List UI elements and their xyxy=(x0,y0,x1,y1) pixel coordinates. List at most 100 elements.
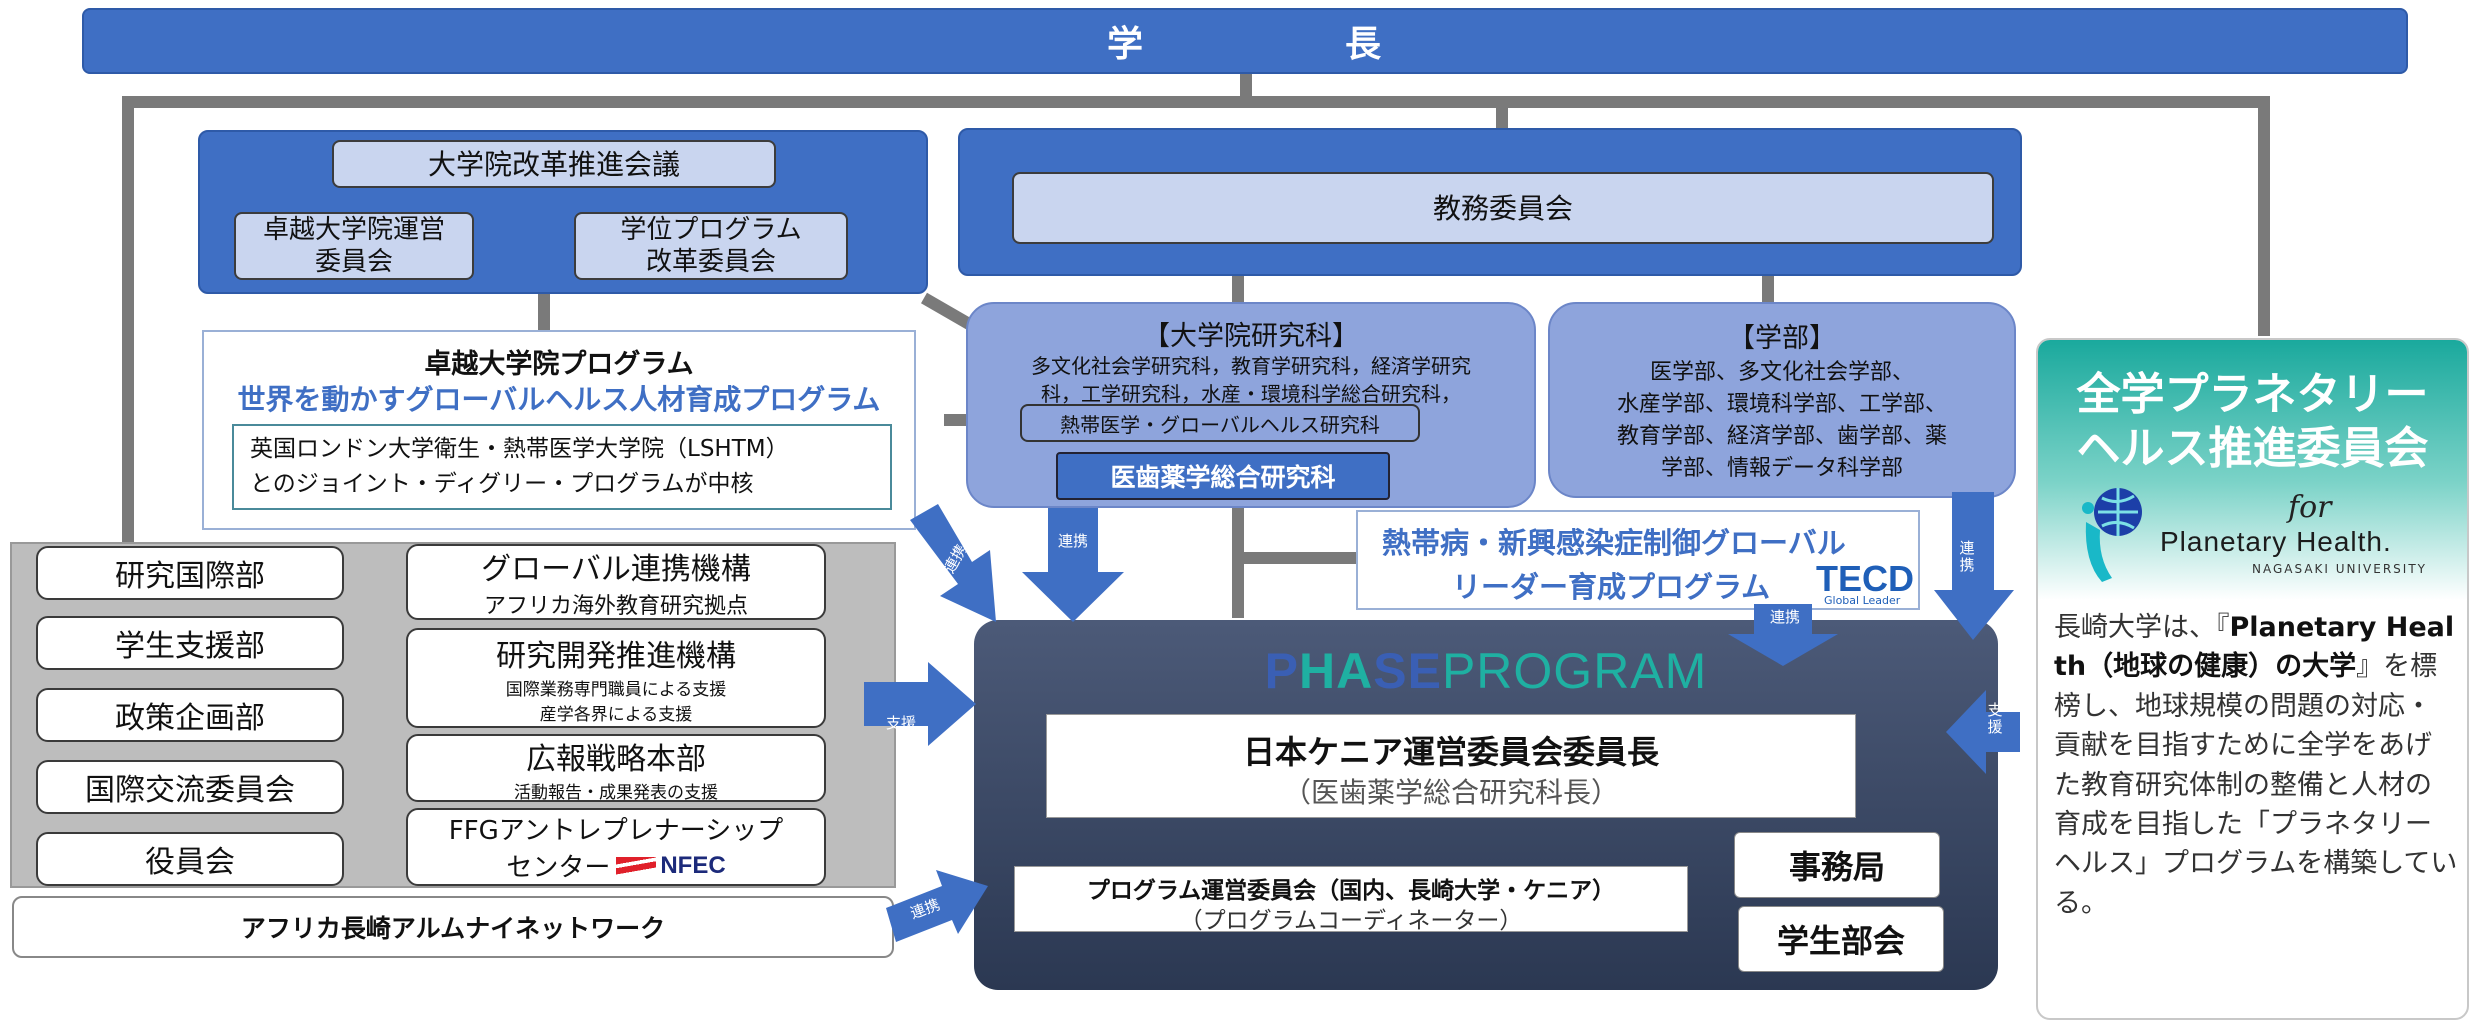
connector-reform-program xyxy=(538,294,550,330)
planetary-logo-for: for xyxy=(2288,490,2332,525)
student-section-box: 学生部会 xyxy=(1738,906,1944,972)
tecd-logo: TECD xyxy=(1816,558,1914,599)
org-research-sub1: 国際業務専門職員による支援 xyxy=(505,680,727,700)
connector-left-vertical xyxy=(122,96,134,546)
org-pr-sub: 活動報告・成果発表の支援 xyxy=(514,782,718,803)
unit-label: 学生支援部 xyxy=(115,629,265,664)
program-desc-box: 英国ロンドン大学衛生・熱帯医学大学院（LSHTM） とのジョイント・ディグリー・… xyxy=(232,424,892,510)
tropical-medicine-label: 熱帯医学・グローバルヘルス研究科 xyxy=(1060,412,1380,437)
org-research-sub2: 産学各界による支援 xyxy=(539,705,693,725)
phase-title-rest: PROGRAM xyxy=(1441,643,1708,699)
arrow-renkei-down-faculty xyxy=(1934,492,2014,640)
program-desc-line2: とのジョイント・ディグリー・プログラムが中核 xyxy=(250,470,754,497)
org-pr-strategy: 広報戦略本部 活動報告・成果発表の支援 xyxy=(406,734,826,803)
tecd-logo-sub: Global Leader xyxy=(1824,594,1901,607)
program-title: 卓越大学院プログラム xyxy=(424,349,694,380)
excellence-committee-box: 卓越大学院運営 委員会 xyxy=(234,212,474,280)
student-section-label: 学生部会 xyxy=(1776,922,1905,960)
faculty-line3: 教育学部、経済学部、歯学部、薬 xyxy=(1616,424,1947,449)
faculty-line4: 学部、情報データ科学部 xyxy=(1660,456,1903,481)
phase-title-se: SE xyxy=(1373,643,1442,699)
planetary-body-bold: Planetary Health（地球の健康）の大学 xyxy=(2054,612,2455,683)
org-research-development: 研究開発推進機構 国際業務専門職員による支援 産学各界による支援 xyxy=(406,628,826,728)
faculty-line2: 水産学部、環境科学部、工学部、 xyxy=(1616,392,1947,417)
tecd-line2: リーダー育成プログラム xyxy=(1452,570,1771,604)
secretariat-box: 事務局 xyxy=(1734,832,1940,898)
org-ffg-line1: FFGアントレプレナーシップ xyxy=(448,816,784,846)
connector-horizontal-top xyxy=(122,96,2270,108)
arrow-renkei-down-tecd-label: 連携 xyxy=(1770,608,1801,626)
degree-reform-line2: 改革委員会 xyxy=(645,247,776,277)
faculty-box: 【学部】 医学部、多文化社会学部、 水産学部、環境科学部、工学部、 教育学部、経… xyxy=(1548,302,2016,498)
org-global-collaboration: グローバル連携機構 アフリカ海外教育研究拠点 xyxy=(406,544,826,620)
phase-title-p: P xyxy=(1264,643,1300,699)
arrow-shien-left-label: 支援 xyxy=(1987,701,2003,736)
phase-title: P HA SE PROGRAM xyxy=(974,642,1998,700)
president-label-2: 長 xyxy=(1345,24,1384,65)
arrow-renkei-alumni xyxy=(886,870,988,942)
alumni-network-label: アフリカ長崎アルムナイネットワーク xyxy=(240,914,666,943)
connector-tecd-horizontal xyxy=(1232,552,1356,564)
unit-label: 研究国際部 xyxy=(115,559,265,594)
planetary-title-line1: 全学プラネタリー xyxy=(2076,369,2429,420)
excellence-committee-line2: 委員会 xyxy=(314,247,393,277)
planetary-health-panel: 全学プラネタリー ヘルス推進委員会 for Planetary Health. … xyxy=(2036,338,2469,1020)
graduate-line1: 多文化社会学研究科，教育学研究科，経済学研究 xyxy=(1031,354,1471,378)
planetary-logo-main: Planetary Health. xyxy=(2160,526,2392,557)
arrow-shien-right xyxy=(864,662,976,746)
phase-chair-box: 日本ケニア運営委員会委員長 （医歯薬学総合研究科長） xyxy=(1046,714,1856,818)
phase-chair-line2: （医歯薬学総合研究科長） xyxy=(1282,776,1619,809)
reform-council-title: 大学院改革推進会議 xyxy=(427,147,680,181)
planetary-header xyxy=(2038,340,2467,600)
arrow-shien-right-label: 支援 xyxy=(886,714,917,732)
org-ffg-center: FFGアントレプレナーシップ センター NFEC xyxy=(406,808,826,886)
phase-committee-line2: （プログラムコーディネーター） xyxy=(1179,908,1523,934)
biomedical-box: 医歯薬学総合研究科 xyxy=(1056,452,1390,500)
unit-board: 役員会 xyxy=(36,832,344,886)
org-pr-title: 広報戦略本部 xyxy=(526,741,706,777)
planetary-health-logo-icon xyxy=(2082,488,2142,582)
phase-committee-box: プログラム運営委員会（国内、長崎大学・ケニア） （プログラムコーディネーター） xyxy=(1014,866,1688,934)
president-bar: 学 長 xyxy=(82,8,2408,74)
connector-right-vertical xyxy=(2258,96,2270,336)
faculty-line1: 医学部、多文化社会学部、 xyxy=(1649,360,1914,385)
president-label-1: 学 xyxy=(1106,24,1145,65)
program-subtitle: 世界を動かすグローバルヘルス人材育成プログラム xyxy=(237,383,881,416)
org-ffg-line2-row: センター NFEC xyxy=(506,847,725,884)
org-global-title: グローバル連携機構 xyxy=(481,552,751,587)
arrow-renkei-diagonal xyxy=(910,504,996,622)
academic-affairs-box: 教務委員会 xyxy=(1012,172,1994,244)
connector-top-vertical xyxy=(1240,74,1252,102)
tropical-medicine-box: 熱帯医学・グローバルヘルス研究科 xyxy=(1020,404,1420,442)
excellence-committee-line1: 卓越大学院運営 xyxy=(262,214,445,245)
degree-reform-line1: 学位プログラム xyxy=(620,214,802,245)
biomedical-label: 医歯薬学総合研究科 xyxy=(1110,463,1336,492)
phase-title-ha: HA xyxy=(1299,643,1374,699)
org-global-sub: アフリカ海外教育研究拠点 xyxy=(483,594,748,619)
unit-label: 役員会 xyxy=(145,845,235,880)
graduate-line2: 科，工学研究科，水産・環境科学総合研究科， xyxy=(1041,382,1461,406)
nfec-logo-mark xyxy=(616,856,657,875)
nfec-logo-text: NFEC xyxy=(660,851,726,879)
phase-chair-line1: 日本ケニア運営委員会委員長 xyxy=(1242,733,1659,771)
phase-committee-line1: プログラム運営委員会（国内、長崎大学・ケニア） xyxy=(1086,878,1616,904)
unit-label: 国際交流委員会 xyxy=(85,773,295,808)
arrow-renkei-down-biomed xyxy=(1022,508,1124,622)
alumni-network-box: アフリカ長崎アルムナイネットワーク xyxy=(12,896,894,958)
secretariat-label: 事務局 xyxy=(1788,848,1885,886)
tecd-line1: 熱帯病・新興感染症制御グローバル xyxy=(1382,526,1846,560)
academic-affairs-label: 教務委員会 xyxy=(1432,191,1573,225)
tecd-box: 熱帯病・新興感染症制御グローバル リーダー育成プログラム TECD Global… xyxy=(1356,510,1920,610)
faculty-title: 【学部】 xyxy=(1728,323,1836,354)
unit-international-exchange: 国際交流委員会 xyxy=(36,760,344,814)
arrow-renkei-down-tecd xyxy=(1728,604,1838,666)
connector-academic-vertical xyxy=(1496,104,1508,134)
program-desc-line1: 英国ロンドン大学衛生・熱帯医学大学院（LSHTM） xyxy=(250,436,789,462)
planetary-body-post: 』を標榜し、地球規模の問題の対応・貢献を目指すために全学をあげた教育研究体制の整… xyxy=(2054,651,2458,919)
graduate-title: 【大学院研究科】 xyxy=(1143,321,1359,352)
unit-policy-planning: 政策企画部 xyxy=(36,688,344,742)
org-research-title: 研究開発推進機構 xyxy=(496,639,736,674)
unit-research-international: 研究国際部 xyxy=(36,546,344,600)
planetary-title-line2: ヘルス推進委員会 xyxy=(2076,423,2429,474)
planetary-logo-sub: NAGASAKI UNIVERSITY xyxy=(2252,562,2427,576)
